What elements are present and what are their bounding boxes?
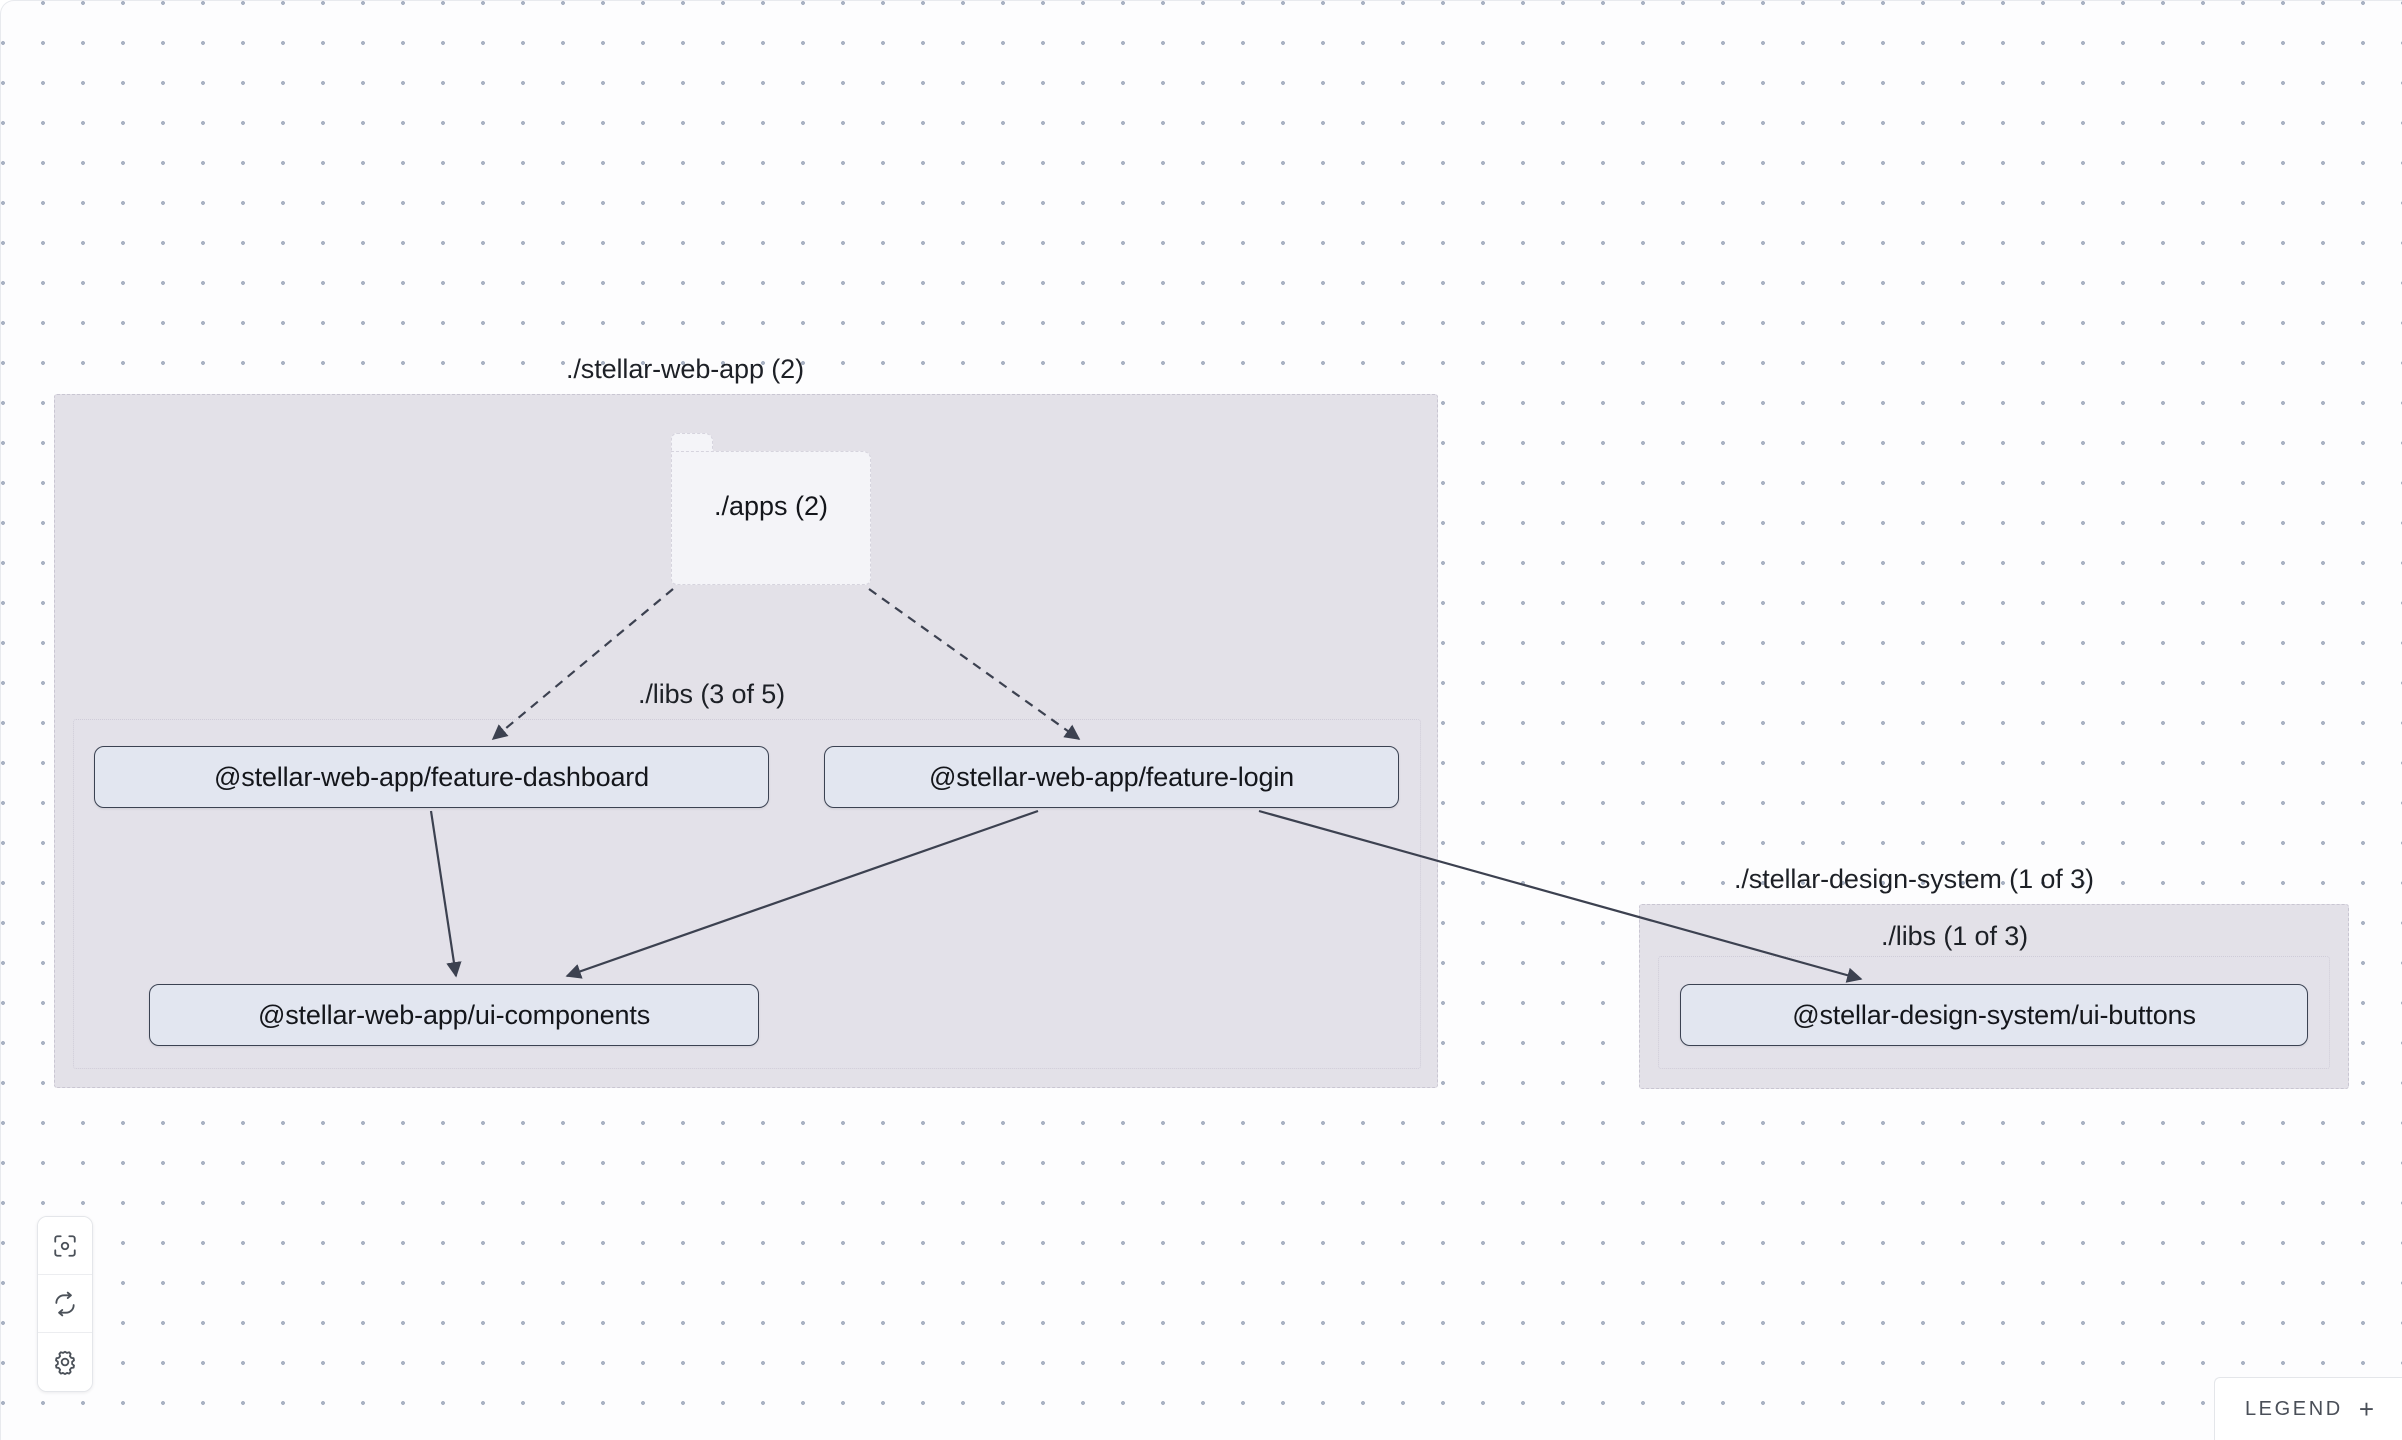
group-label-stellar-web-app: ./stellar-web-app (2) [566,354,804,384]
legend-toggle[interactable]: LEGEND + [2213,1377,2402,1440]
legend-label: LEGEND [2244,1397,2343,1420]
node-label: @stellar-web-app/feature-dashboard [213,761,650,792]
group-label-stellar-design-system: ./stellar-design-system (1 of 3) [1734,864,2094,894]
folder-label: ./apps (2) [713,490,829,521]
plus-icon: + [2358,1394,2374,1424]
folder-body: ./apps (2) [671,451,871,585]
group-label-stellar-web-app-libs: ./libs (3 of 5) [638,679,786,709]
refresh-icon [52,1291,78,1317]
node-label: @stellar-web-app/feature-login [928,761,1295,792]
gear-icon [52,1349,78,1375]
group-label-stellar-design-system-libs: ./libs (1 of 3) [1881,921,2029,951]
node-ui-components[interactable]: @stellar-web-app/ui-components [149,984,759,1046]
settings-button[interactable] [38,1333,92,1391]
folder-tab [671,433,713,455]
refresh-graph-button[interactable] [38,1275,92,1333]
focus-graph-button[interactable] [38,1217,92,1275]
node-label: @stellar-design-system/ui-buttons [1792,999,2196,1030]
canvas-controls [37,1216,93,1392]
focus-target-icon [52,1233,78,1259]
node-ui-buttons[interactable]: @stellar-design-system/ui-buttons [1680,984,2308,1046]
node-feature-login[interactable]: @stellar-web-app/feature-login [824,746,1399,808]
folder-node-apps[interactable]: ./apps (2) [671,433,871,585]
node-feature-dashboard[interactable]: @stellar-web-app/feature-dashboard [94,746,769,808]
node-label: @stellar-web-app/ui-components [257,999,651,1030]
